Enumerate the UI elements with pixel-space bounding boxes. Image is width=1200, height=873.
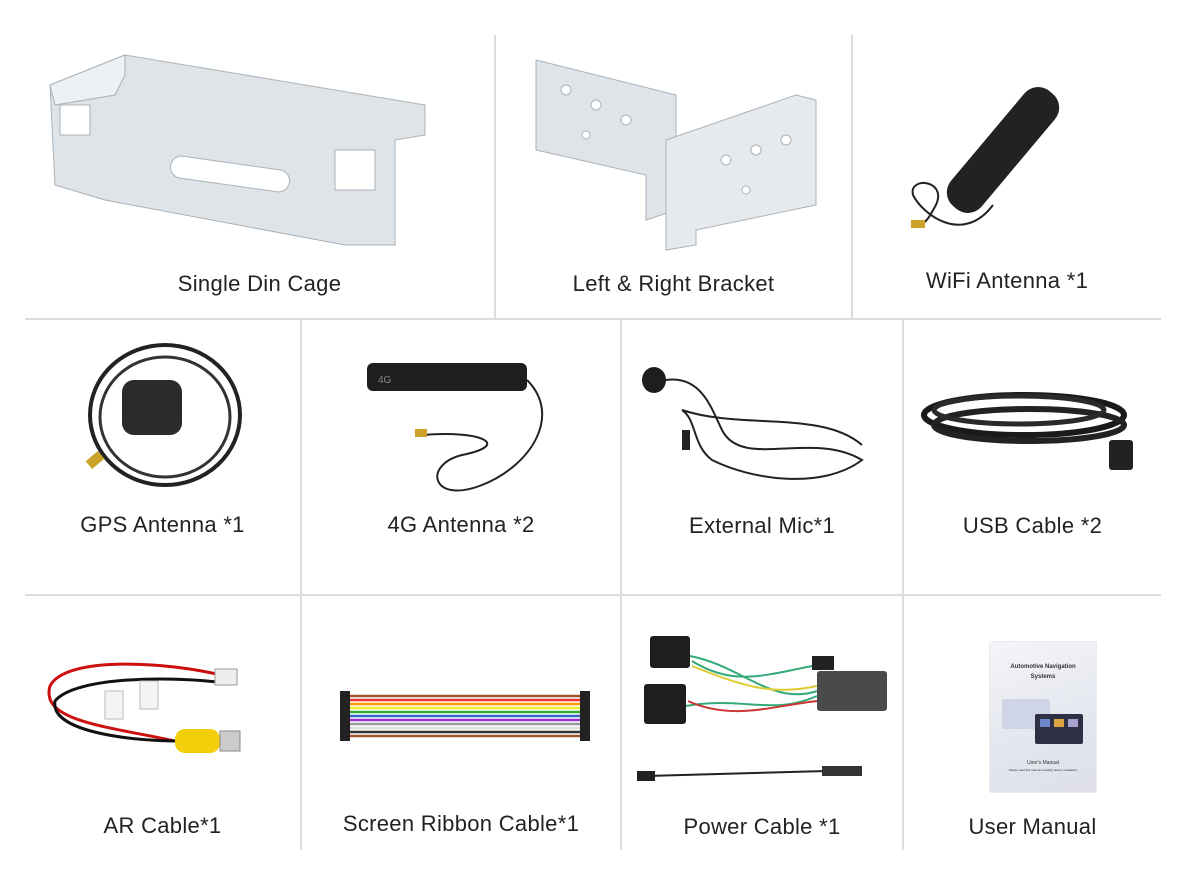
divider xyxy=(902,320,904,850)
item-usb-cable: USB Cable *2 xyxy=(904,320,1161,594)
manual-note: Please read this manual carefully before… xyxy=(1008,768,1078,772)
mic-image xyxy=(642,367,864,480)
item-label: AR Cable*1 xyxy=(103,813,222,838)
divider xyxy=(25,318,1161,320)
divider xyxy=(494,35,496,319)
divider xyxy=(620,320,622,850)
item-label: Screen Ribbon Cable*1 xyxy=(342,811,580,836)
manual-image: Automotive Navigation Systems User's Man… xyxy=(990,642,1096,792)
item-single-din-cage: Single Din Cage xyxy=(25,35,494,318)
item-power-cable: Power Cable *1 xyxy=(622,596,902,850)
item-wifi-antenna: WiFi Antenna *1 xyxy=(853,35,1161,318)
item-label: Power Cable *1 xyxy=(683,814,841,839)
manual-title: Automotive Navigation Systems xyxy=(1010,664,1076,680)
item-label: Single Din Cage xyxy=(177,271,342,296)
4g-antenna-image: 4G xyxy=(367,363,544,492)
item-screen-ribbon-cable: Screen Ribbon Cable*1 xyxy=(302,596,620,850)
item-label: User Manual xyxy=(968,814,1097,839)
divider xyxy=(300,320,302,850)
bracket-image xyxy=(535,59,817,251)
item-label: GPS Antenna *1 xyxy=(80,512,245,537)
4g-badge: 4G xyxy=(378,375,392,386)
power-cable-image xyxy=(637,636,887,781)
ar-cable-image xyxy=(47,662,241,753)
wifi-antenna-image xyxy=(911,87,1060,228)
item-label: Left & Right Bracket xyxy=(572,271,775,296)
item-label: External Mic*1 xyxy=(688,513,836,538)
divider xyxy=(25,594,1161,596)
item-gps-antenna: GPS Antenna *1 xyxy=(25,320,300,594)
item-label: 4G Antenna *2 xyxy=(387,512,535,537)
item-4g-antenna: 4G 4G Antenna *2 xyxy=(302,320,620,594)
din-cage-image xyxy=(49,54,426,246)
usb-cable-image xyxy=(921,392,1133,470)
gps-antenna-image xyxy=(85,343,242,487)
item-label: WiFi Antenna *1 xyxy=(925,268,1089,293)
manual-subtitle: User's Manual xyxy=(1027,760,1059,766)
divider xyxy=(851,35,853,319)
item-label: USB Cable *2 xyxy=(962,513,1103,538)
item-external-mic: External Mic*1 xyxy=(622,320,902,594)
ribbon-cable-image xyxy=(340,691,590,741)
item-ar-cable: AR Cable*1 xyxy=(25,596,300,850)
item-left-right-bracket: Left & Right Bracket xyxy=(496,35,851,318)
item-user-manual: Automotive Navigation Systems User's Man… xyxy=(904,596,1161,850)
